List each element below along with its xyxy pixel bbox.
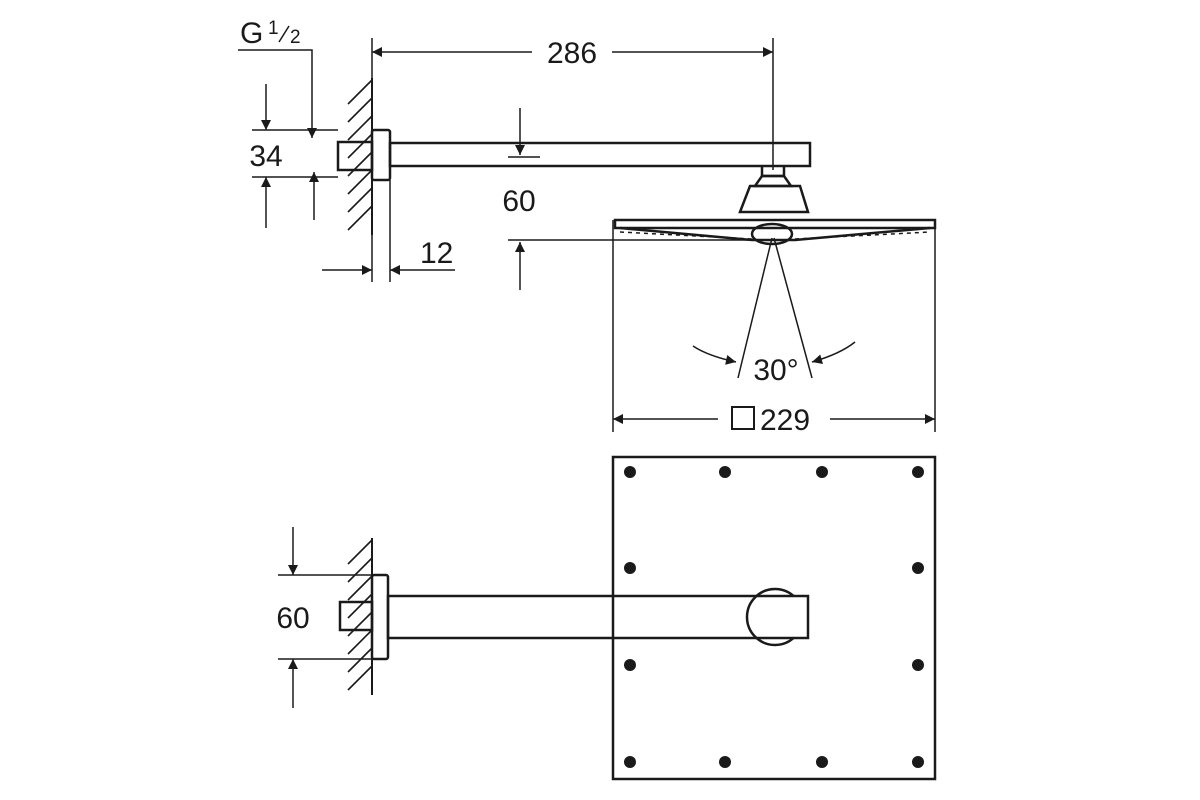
arm-length-label: 286 xyxy=(547,37,597,70)
arm-length-dimension: 286 xyxy=(371,37,774,170)
connection-height-label: 34 xyxy=(249,140,282,173)
shower-head xyxy=(613,166,937,246)
side-view: G 1 2 286 34 60 xyxy=(238,17,937,437)
thread-dimension: G 1 2 xyxy=(238,17,317,138)
connection-height-dimension: 34 xyxy=(249,84,338,228)
top-view: 60 xyxy=(276,455,937,781)
shower-arm xyxy=(386,594,810,640)
nozzle-dots xyxy=(624,466,924,768)
thread-denominator: 2 xyxy=(290,27,301,48)
head-size-label: 229 xyxy=(760,404,810,437)
wall-hatch-icon xyxy=(347,78,373,235)
tilt-angle-label: 30° xyxy=(753,354,798,387)
square-outline-icon xyxy=(731,406,755,430)
wall-plate-depth-dimension: 12 xyxy=(322,180,455,282)
wall-plate xyxy=(370,128,392,182)
thread-numerator: 1 xyxy=(268,18,279,39)
thread-label: G xyxy=(240,17,263,50)
shower-arm xyxy=(388,141,812,168)
square-head-plate xyxy=(611,455,937,781)
wall-plate xyxy=(370,573,390,661)
arm-width-label: 60 xyxy=(276,602,309,635)
tilt-angle-dimension: 30° xyxy=(692,237,856,387)
wall-plate-depth-label: 12 xyxy=(420,237,453,270)
head-size-dimension: 229 xyxy=(612,220,936,437)
head-drop-label: 60 xyxy=(502,185,535,218)
wall-hatch-icon xyxy=(347,538,373,695)
head-drop-dimension: 60 xyxy=(502,108,752,290)
arm-width-dimension: 60 xyxy=(276,527,372,708)
